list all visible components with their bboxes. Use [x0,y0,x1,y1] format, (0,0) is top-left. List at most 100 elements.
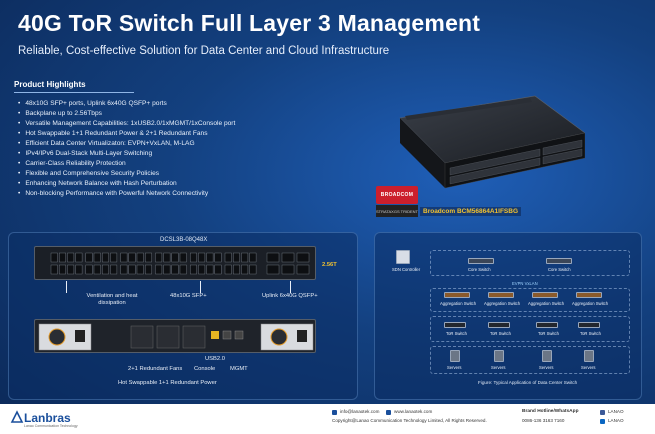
email-link[interactable]: info@lanaotek.com [340,409,380,414]
highlights-list: 48x10G SFP+ ports, Uplink 6x40G QSFP+ po… [18,99,235,199]
sfp-port [163,252,171,263]
sfp-port [206,252,214,263]
sfp-port [50,252,58,263]
ventilation-label: Ventilation and heat dissipation [86,293,138,306]
servers-label: Servers [539,365,554,370]
sfp-port [232,252,240,263]
sfp-port [198,252,206,263]
sfp-port [214,252,222,263]
sfp-port [155,252,163,263]
sfp-port [155,264,163,275]
tor-switch-icon [444,322,466,328]
tor-switch-label: ToR Switch [490,331,511,336]
sfp-port [67,264,75,275]
sfp-port [101,264,109,275]
highlight-item: Non-blocking Performance with Powerful N… [18,189,235,199]
topology-caption: Figure: Typical Application of Data Cent… [478,380,578,385]
chip-model-label: Broadcom BCM56864A1IFSBG [420,207,521,216]
sfp-port [110,252,118,263]
uplink-ports-label: Uplink 6x40G QSFP+ [262,293,318,299]
mgmt-label: MGMT [230,366,248,372]
website-link[interactable]: www.lanaotek.com [394,409,433,414]
aggregation-group [430,288,630,312]
highlight-item: IPv4/IPv6 Dual-Stack Multi-Layer Switchi… [18,149,235,159]
highlight-item: Efficient Data Center Virtualizaton: EVP… [18,139,235,149]
aggregation-switch-label: Aggregation Switch [572,301,609,306]
globe-icon [386,410,391,415]
sfp-port [67,252,75,263]
sfp-port [189,252,197,263]
highlight-item: Enhancing Network Balance with Hash Pert… [18,179,235,189]
server-icon [450,350,460,362]
aggregation-switch-label: Aggregation Switch [440,301,477,306]
sfp-port [136,264,144,275]
sfp-port [198,264,206,275]
sfp-port [85,264,93,275]
brand-subtitle: Lanao Communication Technology [24,424,78,428]
email-icon [332,410,337,415]
sdn-controller-label: SDN Controller [392,267,421,272]
core-switch-label: Core Switch [548,267,571,272]
sfp-ports-label: 48x10G SFP+ [170,293,207,299]
sfp-port [163,264,171,275]
server-icon [542,350,552,362]
server-icon [494,350,504,362]
servers-label: Servers [491,365,506,370]
sfp-port [93,264,101,275]
sfp-port [93,252,101,263]
evpn-label: EVPN VxLAN [512,281,538,286]
qsfp-port [296,252,310,263]
tor-switch-label: ToR Switch [538,331,559,336]
sfp-port [110,264,118,275]
tor-switch-label: ToR Switch [580,331,601,336]
sfp-port [179,252,187,263]
sfp-port [128,252,136,263]
sfp-port [120,252,128,263]
core-switch-label: Core Switch [468,267,491,272]
aggregation-switch-icon [576,292,602,298]
broadcom-logo: BROADCOM [376,186,418,204]
aggregation-switch-icon [444,292,470,298]
sfp-port [249,252,257,263]
sfp-port [249,264,257,275]
core-group [430,250,630,276]
power-label: Hot Swappable 1+1 Redundant Power [118,380,217,386]
highlight-item: Versatile Management Capabilities: 1xUSB… [18,119,235,129]
fans-label: 2+1 Redundant Fans [128,366,183,372]
trident-chip-logo: STRATAXGS TRIDENT [376,205,418,217]
sfp-port [241,264,249,275]
aggregation-switch-label: Aggregation Switch [528,301,565,306]
hotline-title: Brand Hotline/WhatsApp [522,409,579,414]
callout-line [66,281,67,293]
highlight-item: Hot Swappable 1+1 Redundant Power & 2+1 … [18,129,235,139]
facebook-icon[interactable] [600,410,605,415]
sfp-port [214,264,222,275]
highlight-item: Carrier-Class Reliability Protection [18,159,235,169]
servers-label: Servers [447,365,462,370]
sfp-port [241,252,249,263]
server-icon [584,350,594,362]
qsfp-port [266,252,280,263]
page-title: 40G ToR Switch Full Layer 3 Management [18,10,481,36]
lanbras-logo-icon [10,410,24,423]
tor-switch-icon [578,322,600,328]
linkedin-icon[interactable] [600,419,605,424]
qsfp-port [281,252,295,263]
sfp-port [50,264,58,275]
sfp-port [171,264,179,275]
copyright-text: Copyright@Lanao Communication Technology… [332,418,487,423]
aggregation-switch-label: Aggregation Switch [484,301,521,306]
highlights-title: Product Highlights [14,80,86,89]
aggregation-switch-icon [488,292,514,298]
aggregation-switch-icon [532,292,558,298]
callout-line [290,281,291,293]
highlight-item: Flexible and Comprehensive Security Poli… [18,169,235,179]
sfp-port [189,264,197,275]
sfp-port [120,264,128,275]
tor-switch-icon [488,322,510,328]
sfp-port [59,252,66,263]
switch-front-panel [34,246,316,280]
sfp-port [136,252,144,263]
sfp-port [179,264,187,275]
servers-label: Servers [581,365,596,370]
